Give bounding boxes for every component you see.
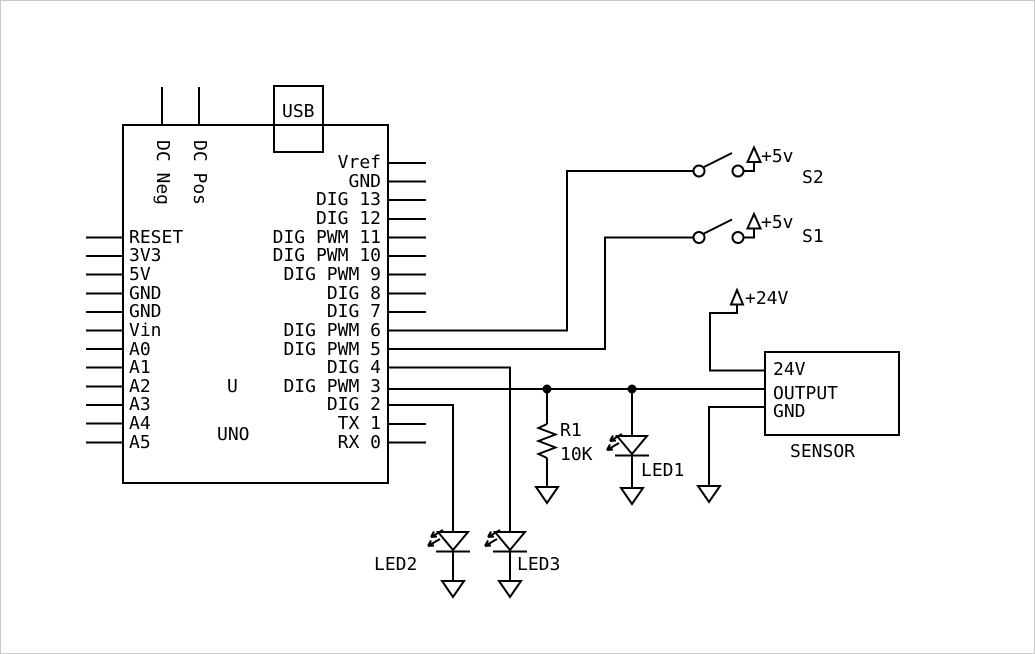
led3-symbol bbox=[484, 529, 528, 599]
led1-label: LED1 bbox=[641, 460, 685, 481]
ground-symbol-led2 bbox=[440, 580, 466, 599]
arduino-right-pin-stubs bbox=[388, 162, 426, 444]
pin-label-a4: A4 bbox=[129, 413, 151, 434]
pin-label-pwm5: DIG PWM 5 bbox=[283, 339, 381, 360]
pin-label-dig2: DIG 2 bbox=[326, 394, 381, 415]
wire-dig2-led2 bbox=[388, 404, 454, 532]
led3-label: LED3 bbox=[517, 554, 561, 575]
pin-label-dig7: DIG 7 bbox=[326, 301, 381, 322]
pin-label-reset: RESET bbox=[129, 227, 184, 248]
pin-label-vin: Vin bbox=[129, 320, 162, 341]
wire-pwm3-output bbox=[388, 384, 765, 394]
s2-label: S2 bbox=[802, 167, 824, 188]
switch-s1 bbox=[692, 211, 763, 244]
pin-label-pwm10: DIG PWM 10 bbox=[272, 245, 381, 266]
pin-label-pwm6: DIG PWM 6 bbox=[283, 320, 381, 341]
s1-label: S1 bbox=[802, 226, 824, 247]
pin-label-dig8: DIG 8 bbox=[326, 283, 381, 304]
usb-label: USB bbox=[282, 101, 315, 122]
pin-label-pwm3: DIG PWM 3 bbox=[283, 376, 381, 397]
r1-value: 10K bbox=[560, 444, 593, 465]
pin-label-a0: A0 bbox=[129, 339, 151, 360]
r1-designator: R1 bbox=[560, 420, 582, 441]
pin-label-5v: 5V bbox=[129, 264, 151, 285]
pin-label-pwm11: DIG PWM 11 bbox=[272, 227, 381, 248]
dc-neg-pin-label: DC Neg bbox=[152, 140, 173, 206]
sensor-pin-gnd: GND bbox=[773, 401, 806, 422]
ground-symbol-sensor bbox=[696, 485, 722, 504]
sensor-pin-24v: 24V bbox=[773, 359, 806, 380]
pin-label-gnd-2: GND bbox=[129, 301, 162, 322]
pin-label-dig4: DIG 4 bbox=[326, 357, 381, 378]
arduino-part-label: UNO bbox=[217, 424, 250, 445]
led1-emission-arrows bbox=[606, 433, 623, 451]
rail-24v-label: +24V bbox=[745, 288, 789, 309]
arduino-body bbox=[122, 85, 389, 484]
pin-label-a3: A3 bbox=[129, 394, 151, 415]
dc-pos-pin-label: DC Pos bbox=[189, 140, 210, 206]
wire-dig4-led3 bbox=[388, 366, 511, 532]
pin-label-pwm9: DIG PWM 9 bbox=[283, 264, 381, 285]
wire-24v-rail bbox=[709, 287, 765, 372]
pin-label-a2: A2 bbox=[129, 376, 151, 397]
ground-symbol-led3 bbox=[497, 580, 523, 599]
pin-label-dig13: DIG 13 bbox=[315, 189, 381, 210]
s1-supply-label: +5v bbox=[761, 212, 794, 233]
pin-label-vref: Vref bbox=[337, 152, 381, 173]
sensor-pin-output: OUTPUT bbox=[773, 383, 839, 404]
pin-label-rx0: RX 0 bbox=[337, 432, 381, 453]
s2-supply-label: +5v bbox=[761, 146, 794, 167]
power-arrow-5v-s2 bbox=[745, 145, 763, 163]
power-arrow-24v bbox=[729, 287, 745, 306]
led2-label: LED2 bbox=[374, 554, 418, 575]
arduino-left-pin-stubs bbox=[86, 236, 123, 444]
switch-s2 bbox=[692, 145, 763, 178]
ground-symbol-r1 bbox=[534, 486, 560, 505]
pin-label-a1: A1 bbox=[129, 357, 151, 378]
pin-label-a5: A5 bbox=[129, 432, 151, 453]
wire-pwm5-s1 bbox=[388, 236, 694, 350]
pin-label-gnd-1: GND bbox=[129, 283, 162, 304]
sensor-box bbox=[696, 351, 900, 504]
sensor-label: SENSOR bbox=[790, 441, 856, 462]
resistor-r1 bbox=[534, 389, 560, 505]
led1-symbol bbox=[606, 389, 650, 506]
usb-connector bbox=[273, 85, 324, 153]
power-arrow-5v-s1 bbox=[745, 211, 763, 230]
ground-symbol-led1 bbox=[619, 487, 645, 506]
led3-emission-arrows bbox=[484, 529, 501, 547]
pin-label-gnd-r: GND bbox=[348, 171, 381, 192]
wire-pwm6-s2 bbox=[388, 170, 694, 332]
led2-symbol bbox=[427, 529, 471, 599]
led2-emission-arrows bbox=[427, 529, 444, 547]
pin-label-dig12: DIG 12 bbox=[315, 208, 381, 229]
arduino-designator: U bbox=[227, 376, 238, 397]
pin-label-3v3: 3V3 bbox=[129, 245, 162, 266]
pin-label-tx1: TX 1 bbox=[337, 413, 381, 434]
